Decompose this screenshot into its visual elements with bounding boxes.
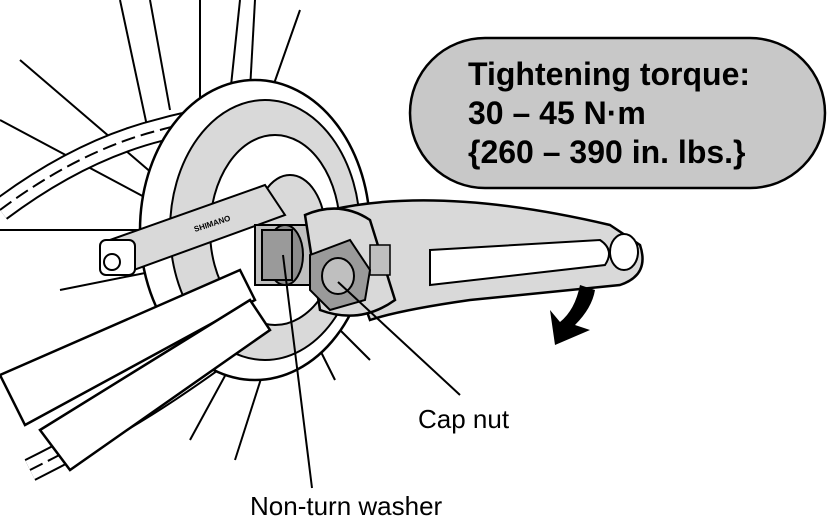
cap-nut-leader [337, 281, 461, 396]
shifter-lever: SHIMANO [99, 183, 287, 277]
non-turn-washer-leader [282, 254, 313, 489]
leader-lines [282, 254, 461, 489]
cap-nut [309, 238, 372, 312]
torque-callout: Tightening torque: 30 – 45 N·m {260 – 39… [408, 36, 827, 190]
callout-line-1: Tightening torque: [468, 56, 750, 92]
adjustable-wrench [303, 199, 644, 322]
callout-line-3: {260 – 390 in. lbs.} [468, 134, 746, 170]
rotation-arrow-icon [550, 285, 595, 345]
bicycle-frame [0, 268, 272, 472]
callout-line-2: 30 – 45 N·m [468, 95, 646, 131]
cap-nut-label: Cap nut [418, 404, 510, 434]
non-turn-washer-label: Non-turn washer [250, 491, 443, 521]
